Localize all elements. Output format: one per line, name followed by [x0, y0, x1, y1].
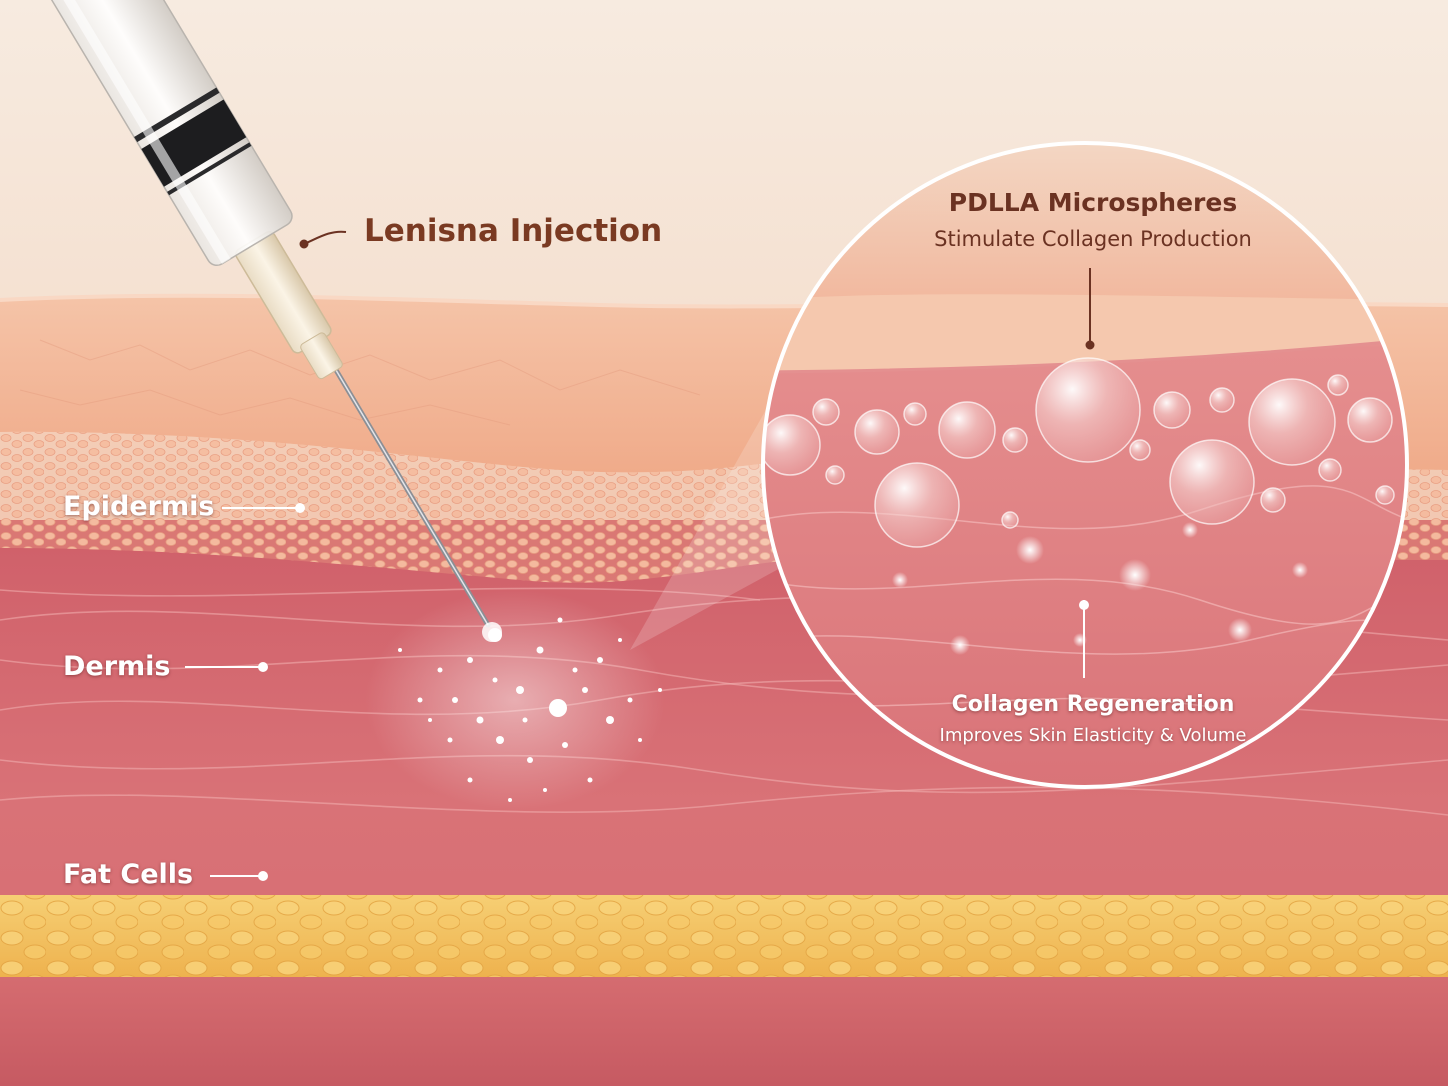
microspheres-leader-dot: [1085, 340, 1095, 350]
syringe-plunger-ring-2: [167, 142, 252, 196]
fat-cells-pattern: [0, 895, 1448, 977]
microsphere: [854, 409, 900, 455]
syringe-barrel: [20, 0, 293, 267]
syringe-needle-base: [300, 332, 343, 380]
top-leaders: [299, 230, 1095, 350]
zoom-title: PDLLA Microspheres: [948, 188, 1238, 217]
dermis-leader-dot: [258, 662, 268, 672]
microsphere: [1248, 378, 1336, 466]
microsphere: [825, 465, 845, 485]
zoom-bottom-title: Collagen Regeneration: [951, 692, 1235, 717]
zoom-subtitle: Stimulate Collagen Production: [934, 227, 1252, 251]
layer-leaders: [185, 503, 1089, 881]
microsphere-large: [1035, 357, 1141, 463]
zoom-view: [763, 143, 1407, 787]
injection-leader-dot: [299, 239, 309, 249]
syringe-plunger-ring: [134, 87, 220, 143]
dermis-label: Dermis: [63, 651, 171, 682]
subcutaneous-layer: [0, 977, 1448, 1086]
syringe: [20, 0, 343, 380]
microsphere: [874, 462, 960, 548]
microsphere: [1169, 439, 1255, 525]
injection-label: Lenisna Injection: [364, 213, 663, 249]
epidermis-leader-dot: [295, 503, 305, 513]
zoom-sparkles: [892, 522, 1308, 655]
microsphere: [812, 398, 840, 426]
microsphere: [1347, 397, 1393, 443]
fat-cells-leader-dot: [258, 871, 268, 881]
microsphere: [1318, 458, 1342, 482]
injection-cloud: [365, 590, 665, 810]
microsphere: [1375, 485, 1395, 505]
microsphere: [1129, 439, 1151, 461]
syringe-glare: [26, 0, 231, 264]
microsphere: [903, 402, 927, 426]
fat-cells-label: Fat Cells: [63, 859, 194, 890]
zoom-microspheres: [763, 357, 1395, 548]
zoom-bottom-subtitle: Improves Skin Elasticity & Volume: [939, 725, 1247, 746]
needle-tip-glow: [482, 622, 502, 642]
microsphere: [1260, 487, 1286, 513]
microsphere: [1002, 427, 1028, 453]
microsphere: [938, 401, 996, 459]
needle-highlight: [329, 359, 489, 626]
microsphere: [1209, 387, 1235, 413]
zoom-circle-border: [761, 141, 1409, 789]
zoom-callout-cone: [630, 385, 795, 650]
microsphere: [1001, 511, 1019, 529]
collagen-leader-dot: [1079, 600, 1089, 610]
epidermis-label: Epidermis: [63, 491, 215, 522]
microsphere: [1153, 391, 1191, 429]
microsphere: [763, 414, 821, 476]
microsphere: [1327, 374, 1349, 396]
